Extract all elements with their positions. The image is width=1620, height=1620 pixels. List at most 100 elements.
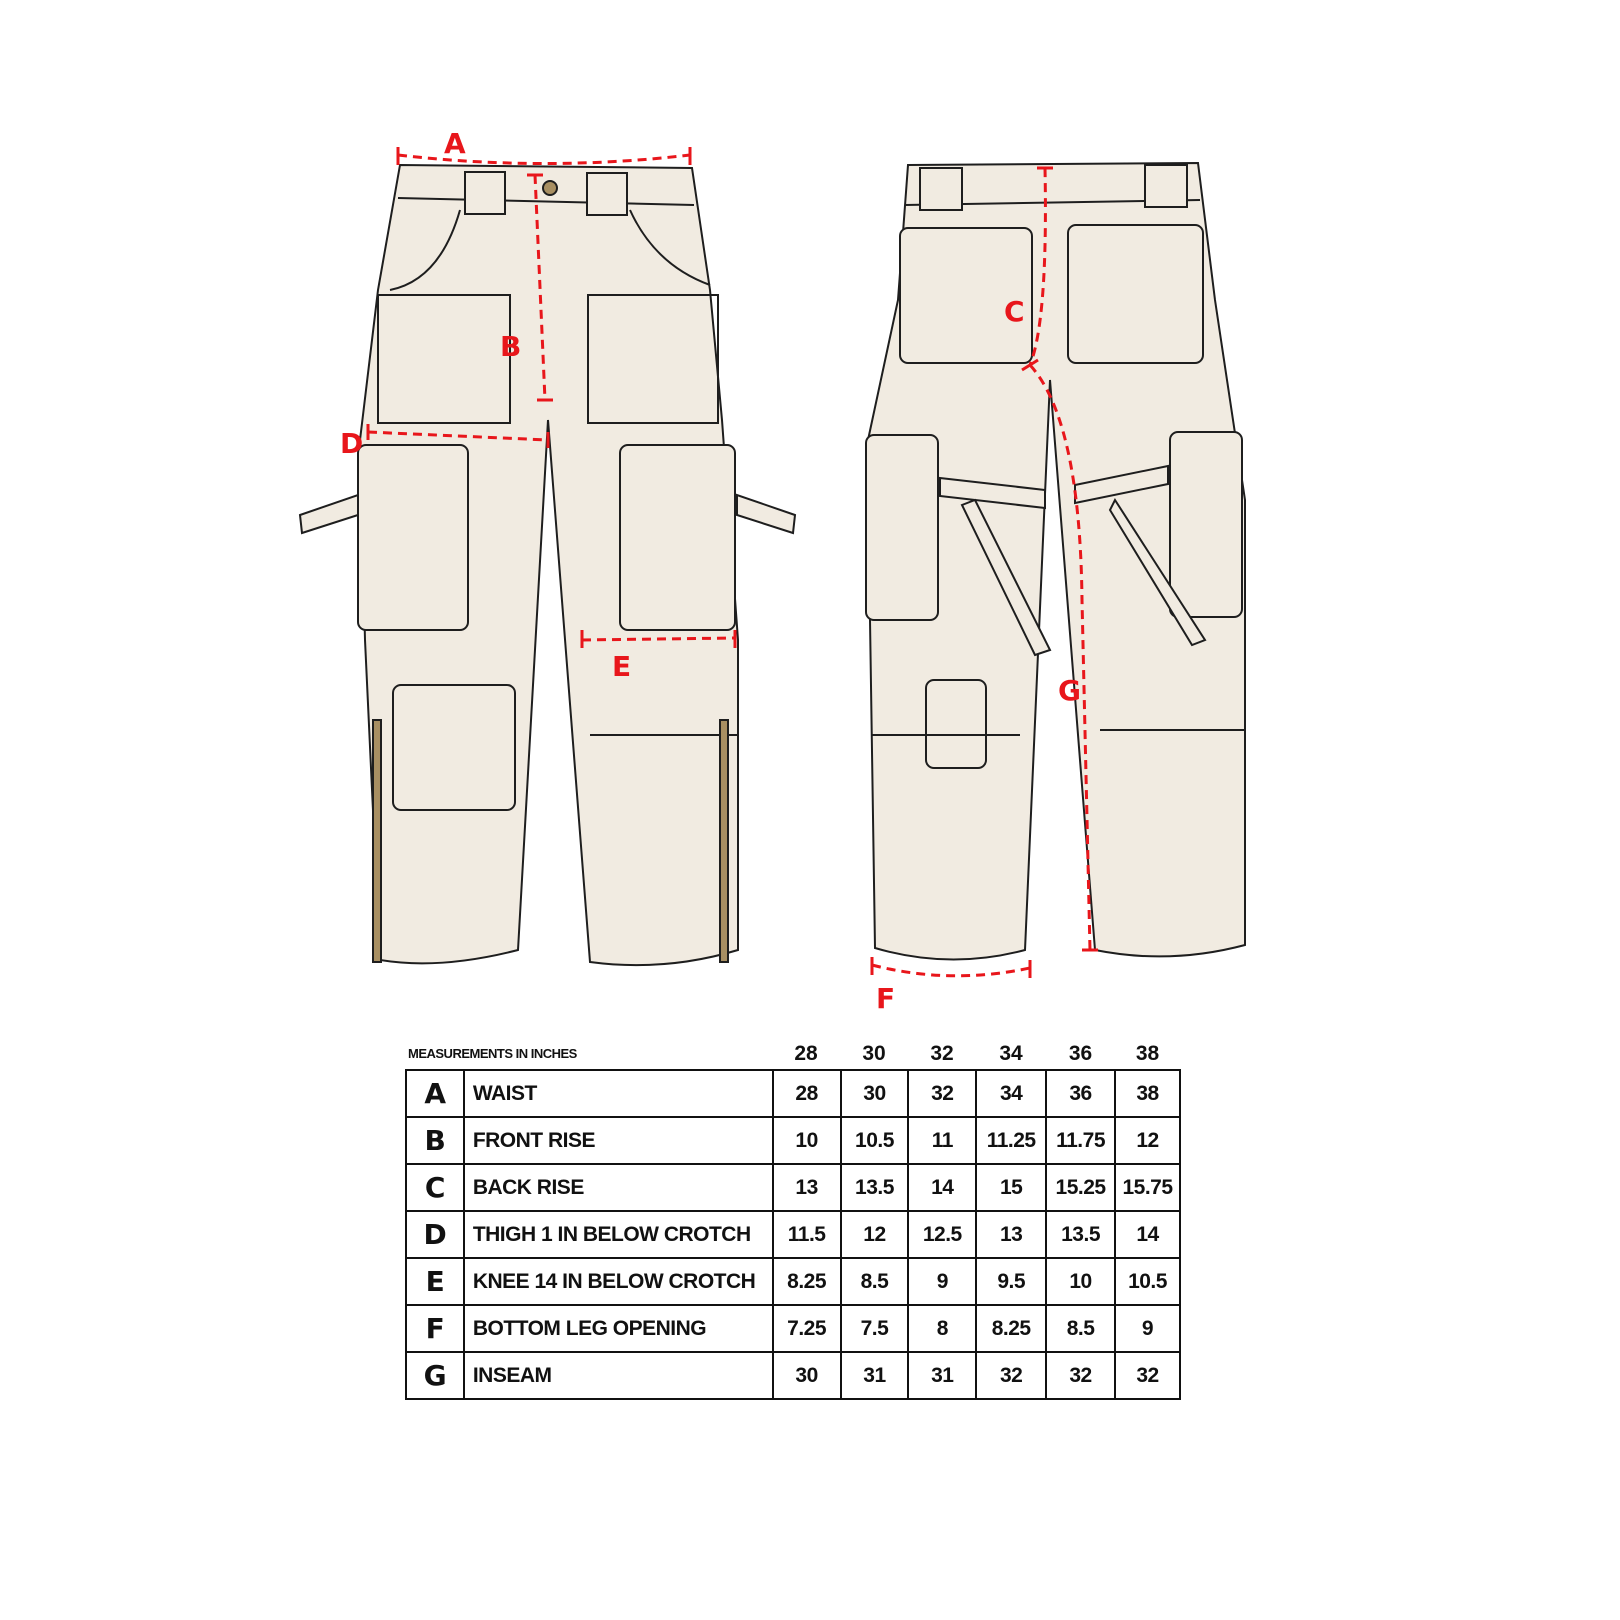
row-label: KNEE 14 IN BELOW CROTCH bbox=[462, 1257, 774, 1306]
row-label: BACK RISE bbox=[462, 1163, 774, 1212]
row-value: 31 bbox=[839, 1351, 910, 1400]
zipper bbox=[372, 719, 382, 963]
row-letter: B bbox=[405, 1116, 465, 1165]
row-value: 7.25 bbox=[771, 1304, 842, 1353]
row-value: 8.5 bbox=[1045, 1304, 1117, 1353]
dim-label-a: A bbox=[444, 127, 466, 160]
dim-b bbox=[533, 174, 547, 401]
small-pocket bbox=[925, 679, 987, 769]
size-header: 30 bbox=[862, 1042, 886, 1065]
back-pocket bbox=[1067, 224, 1204, 364]
row-value: 14 bbox=[907, 1163, 978, 1212]
row-letter: G bbox=[405, 1351, 465, 1400]
row-value: 8 bbox=[907, 1304, 978, 1353]
belt-loop bbox=[464, 171, 506, 215]
dim-label-e: E bbox=[612, 650, 631, 683]
belt-loop bbox=[1144, 164, 1188, 208]
row-value: 11 bbox=[907, 1116, 978, 1165]
cargo-pocket bbox=[619, 444, 736, 631]
dim-e bbox=[581, 636, 736, 642]
row-value: 30 bbox=[839, 1069, 910, 1118]
strap bbox=[939, 476, 1046, 510]
row-value: 10 bbox=[771, 1116, 842, 1165]
row-value: 38 bbox=[1114, 1069, 1181, 1118]
row-value: 13 bbox=[771, 1163, 842, 1212]
row-letter: A bbox=[405, 1069, 465, 1118]
dimension-lines bbox=[367, 153, 1092, 978]
row-value: 9 bbox=[907, 1257, 978, 1306]
dim-g bbox=[1028, 363, 1092, 951]
row-value: 12 bbox=[839, 1210, 910, 1259]
row-value: 11.5 bbox=[771, 1210, 842, 1259]
dim-label-f: F bbox=[876, 982, 895, 1015]
row-value: 15.25 bbox=[1045, 1163, 1117, 1212]
row-value: 9.5 bbox=[975, 1257, 1048, 1306]
zipper bbox=[719, 719, 729, 963]
row-letter: F bbox=[405, 1304, 465, 1353]
row-value: 15.75 bbox=[1114, 1163, 1181, 1212]
dim-label-c: C bbox=[1004, 295, 1025, 328]
row-value: 10 bbox=[1045, 1257, 1117, 1306]
row-label: INSEAM bbox=[462, 1351, 774, 1400]
row-value: 32 bbox=[907, 1069, 978, 1118]
front-panel bbox=[587, 294, 719, 424]
row-value: 14 bbox=[1114, 1210, 1181, 1259]
row-value: 15 bbox=[975, 1163, 1048, 1212]
size-header: 34 bbox=[999, 1042, 1023, 1065]
size-header: 38 bbox=[1135, 1042, 1160, 1065]
dim-a bbox=[397, 153, 691, 165]
row-label: THIGH 1 IN BELOW CROTCH bbox=[462, 1210, 774, 1259]
pants-diagram: A B D E C G F bbox=[298, 127, 1246, 1015]
row-value: 8.25 bbox=[771, 1257, 842, 1306]
row-value: 11.75 bbox=[1045, 1116, 1117, 1165]
dim-d bbox=[367, 430, 549, 442]
cargo-pocket bbox=[357, 444, 469, 631]
dim-c bbox=[1028, 167, 1047, 366]
dim-label-g: G bbox=[1058, 674, 1081, 707]
row-value: 13 bbox=[975, 1210, 1048, 1259]
size-header: 36 bbox=[1068, 1042, 1093, 1065]
row-value: 9 bbox=[1114, 1304, 1181, 1353]
dim-label-b: B bbox=[500, 330, 521, 363]
row-label: WAIST bbox=[462, 1069, 774, 1118]
belt-loop bbox=[586, 172, 628, 216]
front-panel bbox=[377, 294, 511, 424]
row-value: 32 bbox=[1045, 1351, 1117, 1400]
row-value: 32 bbox=[1114, 1351, 1181, 1400]
row-value: 31 bbox=[907, 1351, 978, 1400]
dim-label-d: D bbox=[340, 427, 363, 460]
button-icon bbox=[542, 180, 558, 196]
strap bbox=[736, 493, 797, 535]
row-value: 34 bbox=[975, 1069, 1048, 1118]
front-view bbox=[298, 163, 797, 967]
knee-pocket bbox=[392, 684, 516, 811]
strap bbox=[960, 498, 1052, 657]
row-value: 28 bbox=[771, 1069, 842, 1118]
dim-f bbox=[871, 963, 1031, 978]
row-value: 12.5 bbox=[907, 1210, 978, 1259]
row-value: 8.25 bbox=[975, 1304, 1048, 1353]
row-letter: C bbox=[405, 1163, 465, 1212]
row-value: 7.5 bbox=[839, 1304, 910, 1353]
size-header: 28 bbox=[794, 1042, 818, 1065]
back-pocket bbox=[899, 227, 1033, 364]
size-header: 32 bbox=[930, 1042, 954, 1065]
row-label: FRONT RISE bbox=[462, 1116, 774, 1165]
row-value: 30 bbox=[771, 1351, 842, 1400]
cargo-pocket bbox=[865, 434, 939, 621]
row-value: 13.5 bbox=[1045, 1210, 1117, 1259]
strap bbox=[298, 493, 359, 535]
table-caption: MEASUREMENTS IN INCHES bbox=[408, 1046, 577, 1061]
strap bbox=[1108, 497, 1207, 647]
row-value: 36 bbox=[1045, 1069, 1117, 1118]
row-value: 8.5 bbox=[839, 1257, 910, 1306]
belt-loop bbox=[919, 167, 963, 211]
